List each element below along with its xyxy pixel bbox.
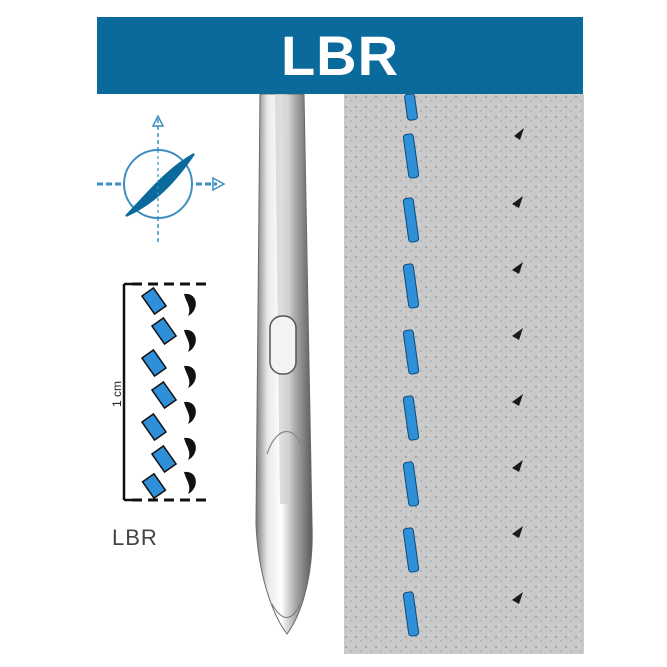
leather-seam-image (344, 94, 584, 654)
diagram-caption: LBR (112, 525, 158, 550)
scale-label-text: 1 cm (110, 381, 124, 407)
needle-image (255, 94, 313, 635)
needle-point-symbol-icon (97, 114, 226, 244)
scale-label: 1 cm (110, 381, 124, 407)
stitch-pattern-icon (122, 282, 212, 502)
banner-title: LBR (280, 23, 400, 87)
title-banner: LBR (97, 17, 583, 94)
